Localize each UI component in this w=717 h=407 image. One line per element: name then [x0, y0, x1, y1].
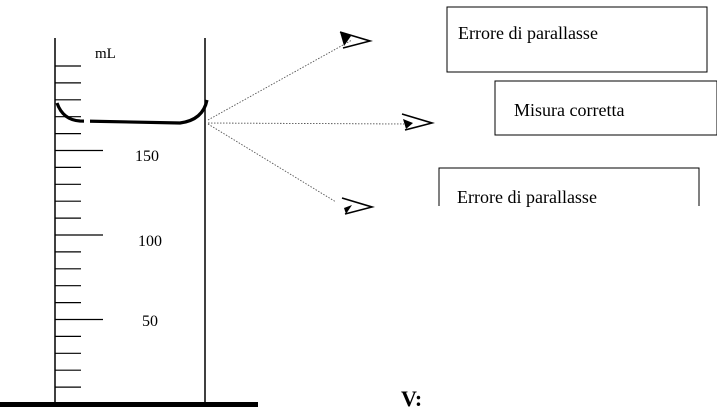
callout-text-bottom: Errore di parallasse [457, 187, 597, 207]
scale-label-100: 100 [138, 233, 162, 250]
callout-text-top: Errore di parallasse [458, 23, 598, 43]
sight-line-top [207, 39, 353, 121]
callout-box-middle [494, 80, 717, 136]
eye-icon [401, 113, 435, 131]
eye-icon [341, 197, 375, 215]
sight-line-bottom [207, 123, 337, 203]
unit-label: mL [95, 46, 116, 62]
answer-prefix: V: [401, 386, 422, 407]
sight-line-middle [207, 122, 405, 125]
scale-ticks [55, 65, 103, 388]
scale-label-50: 50 [142, 313, 158, 330]
meniscus [55, 99, 209, 125]
callout-box-top [446, 6, 708, 73]
scale-label-150: 150 [135, 148, 159, 165]
callout-text-middle: Misura corretta [514, 100, 624, 120]
eye-icon [339, 31, 373, 49]
